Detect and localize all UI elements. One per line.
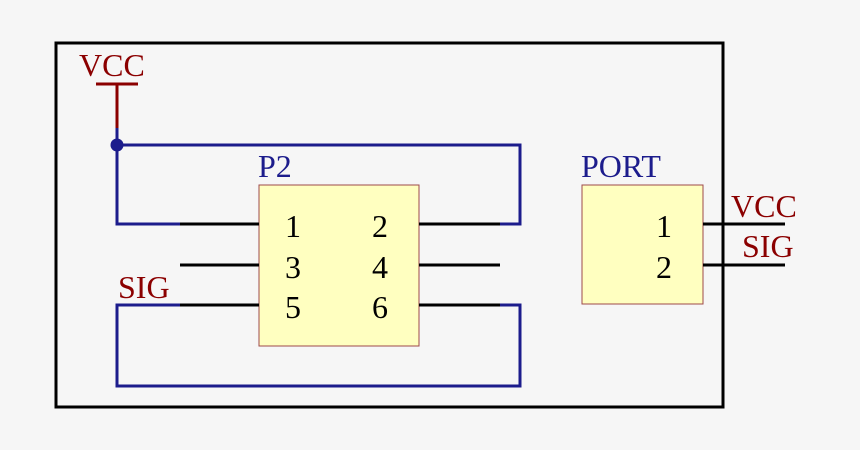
- junction-dot: [110, 138, 124, 152]
- wire-vcc-loop: [115, 128, 180, 226]
- p2-body: [258, 184, 420, 347]
- component-p2[interactable]: P2 1 2 3 4 5 6: [180, 148, 500, 347]
- vcc-power-label: VCC: [79, 47, 145, 83]
- port-pin-number: 2: [656, 249, 672, 285]
- p2-pin-number: 4: [372, 249, 388, 285]
- wire-sig-loop: [115, 303, 522, 388]
- net-label-sig-right: SIG: [742, 228, 794, 264]
- wire-vcc-top: [117, 143, 522, 226]
- port-body: [581, 184, 704, 305]
- wires: [115, 128, 522, 388]
- net-label-vcc-right: VCC: [731, 188, 797, 224]
- net-label-sig-left: SIG: [118, 269, 170, 305]
- port-designator: PORT: [581, 148, 661, 184]
- p2-pin-number: 6: [372, 289, 388, 325]
- p2-pin-number: 3: [285, 249, 301, 285]
- port-pin-number: 1: [656, 208, 672, 244]
- p2-pin-number: 2: [372, 208, 388, 244]
- vcc-power-port[interactable]: VCC: [79, 47, 145, 128]
- p2-designator: P2: [258, 148, 292, 184]
- p2-pin-number: 5: [285, 289, 301, 325]
- p2-pin-number: 1: [285, 208, 301, 244]
- component-port[interactable]: PORT 1 2: [581, 148, 785, 305]
